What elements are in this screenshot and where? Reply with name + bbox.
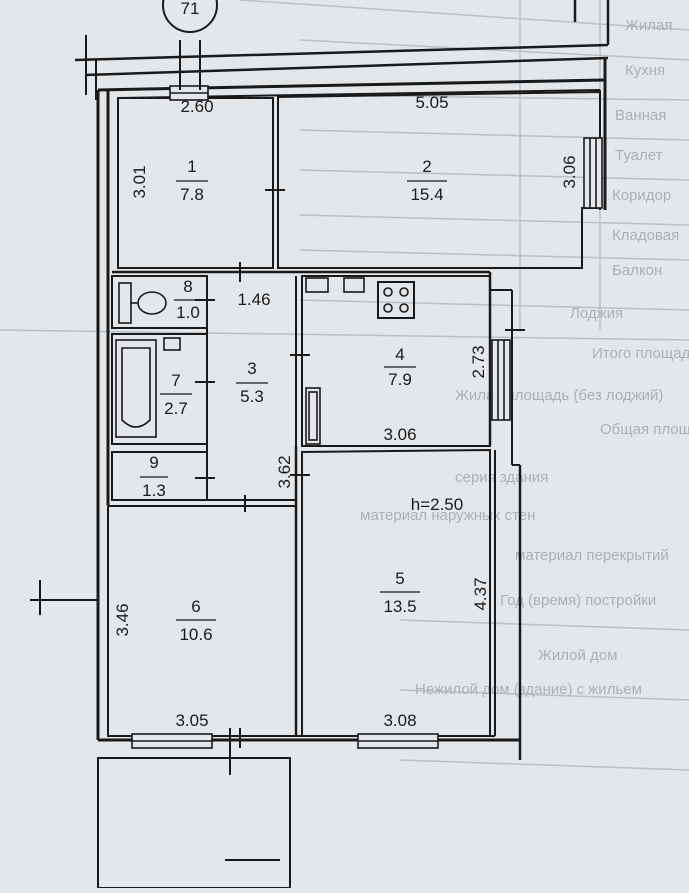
- bg-label-13: материал перекрытий: [515, 547, 669, 564]
- room-area-8: 1.0: [176, 303, 200, 322]
- dim-kitchen-width: 3.06: [383, 425, 416, 444]
- bg-label-10: Общая площадь: [600, 421, 689, 438]
- room-number-1: 1: [187, 157, 196, 176]
- bg-label-11: серия здания: [455, 469, 548, 486]
- room-area-1: 7.8: [180, 185, 204, 204]
- dim-room6-width: 3.05: [175, 711, 208, 730]
- bg-label-12: материал наружных стен: [360, 507, 535, 524]
- room-number-9: 9: [149, 453, 158, 472]
- dim-room6-depth: 3.46: [113, 603, 132, 636]
- room-area-6: 10.6: [179, 625, 212, 644]
- fixtures: [115, 277, 415, 445]
- room-area-9: 1.3: [142, 481, 166, 500]
- bg-label-15: Жилой дом: [538, 647, 617, 664]
- room-number-4: 4: [395, 345, 404, 364]
- room-4: 4 7.9: [384, 345, 416, 389]
- room-labels: 1 7.8 2 15.4 3 5.3 4 7.9 5 13.5 6 10.6: [140, 157, 447, 644]
- room-area-7: 2.7: [164, 399, 188, 418]
- dim-room2-depth: 3.06: [560, 155, 579, 188]
- dim-room1-depth: 3.01: [130, 165, 149, 198]
- dim-hall-length: 3.62: [275, 455, 294, 488]
- bg-label-0: Жилая: [625, 17, 672, 34]
- room-area-3: 5.3: [240, 387, 264, 406]
- room-area-5: 13.5: [383, 597, 416, 616]
- bg-label-9: Жилая площадь (без лоджий): [455, 387, 663, 404]
- bg-label-1: Кухня: [625, 62, 665, 79]
- bg-label-2: Ванная: [615, 107, 666, 124]
- dim-room2-width: 5.05: [415, 93, 448, 112]
- bg-label-6: Балкон: [612, 262, 662, 279]
- room-number-7: 7: [171, 371, 180, 390]
- background-table: [0, 0, 689, 771]
- dim-hall-width: 1.46: [237, 290, 270, 309]
- background-text: Жилая Кухня Ванная Туалет Коридор Кладов…: [360, 17, 689, 698]
- dim-room5-width: 3.08: [383, 711, 416, 730]
- room-number-3: 3: [247, 359, 256, 378]
- upper-structure: [74, 0, 610, 77]
- bg-label-5: Кладовая: [612, 227, 679, 244]
- room-7: 7 2.7: [160, 371, 192, 418]
- room-number-5: 5: [395, 569, 404, 588]
- room-number-2: 2: [422, 157, 431, 176]
- bg-label-4: Коридор: [612, 187, 671, 204]
- door-ticks: [30, 35, 525, 861]
- room-number-6: 6: [191, 597, 200, 616]
- room-2: 2 15.4: [407, 157, 447, 204]
- room-9: 9 1.3: [140, 453, 168, 500]
- bg-label-16: Нежилой дом (здание) с жильем: [415, 681, 642, 698]
- bg-label-8: Итого площадь: [592, 345, 689, 362]
- bg-label-7: Лоджия: [570, 305, 623, 322]
- room-number-8: 8: [183, 277, 192, 296]
- dimension-labels: 2.60 5.05 3.01 3.06 1.46 2.73 3.06 3.62 …: [113, 93, 579, 730]
- room-1: 1 7.8: [176, 157, 208, 204]
- room-6: 6 10.6: [176, 597, 216, 644]
- room-8: 8 1.0: [174, 277, 202, 322]
- room-3: 3 5.3: [236, 359, 268, 406]
- dim-room5-depth: 4.37: [471, 577, 490, 610]
- sheet-marker: 71: [162, 0, 218, 33]
- height-note: h=2.50: [411, 495, 463, 514]
- dim-room1-width: 2.60: [180, 97, 213, 116]
- room-5: 5 13.5: [380, 569, 420, 616]
- bg-label-3: Туалет: [615, 147, 663, 164]
- dim-kitchen-depth: 2.73: [469, 345, 488, 378]
- room-area-4: 7.9: [388, 370, 412, 389]
- bg-label-14: Год (время) постройки: [500, 592, 656, 609]
- room-area-2: 15.4: [410, 185, 443, 204]
- sheet-marker-label: 71: [181, 0, 200, 18]
